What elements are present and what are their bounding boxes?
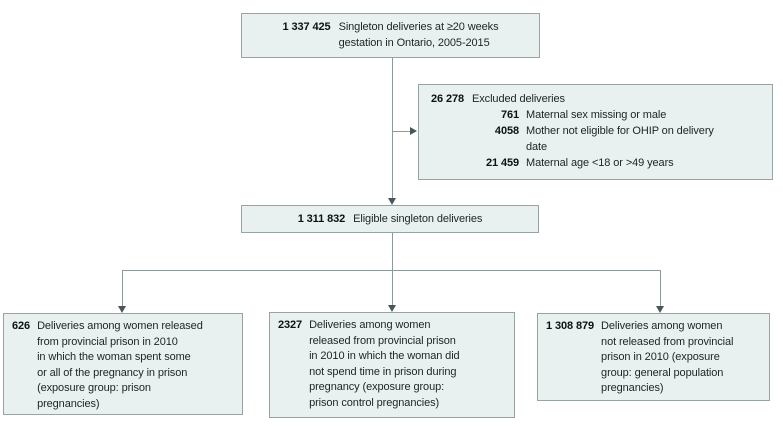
branch-left-drop-line — [122, 270, 123, 306]
general-population-label: Deliveries among women not released from… — [601, 320, 734, 394]
node-general-population-pregnancies: 1 308 879 Deliveries among women not rel… — [537, 313, 770, 401]
arrowhead-into-general-population-box — [656, 306, 664, 313]
general-population-count: 1 308 879 — [546, 320, 595, 332]
reason-count: 21 459 — [485, 157, 519, 169]
connector-to-excluded-line — [392, 131, 411, 132]
reason-count: 4058 — [494, 125, 519, 137]
prison-control-count: 2327 — [278, 319, 303, 331]
excluded-header-row: 26 278 Excluded deliveries — [431, 91, 764, 107]
arrowhead-into-prison-box — [118, 306, 126, 313]
arrowhead-into-eligible — [388, 198, 396, 205]
branch-horizontal-line — [122, 270, 661, 271]
excluded-reason-row: 4058 Mother not eligible for OHIP on del… — [431, 123, 764, 155]
connector-eligible-down-line — [392, 233, 393, 305]
excluded-reason-row: 761 Maternal sex missing or male — [431, 107, 764, 123]
node-excluded-deliveries: 26 278 Excluded deliveries 761 Maternal … — [418, 84, 773, 180]
prison-control-label: Deliveries among women released from pro… — [309, 319, 460, 409]
reason-label: Maternal sex missing or male — [526, 109, 667, 121]
prison-pregnancies-count: 626 — [12, 320, 31, 332]
connector-total-to-eligible-line — [392, 58, 393, 198]
arrowhead-into-excluded — [410, 127, 417, 135]
excluded-count: 26 278 — [431, 93, 465, 105]
excluded-reason-row: 21 459 Maternal age <18 or >49 years — [431, 155, 764, 171]
excluded-label: Excluded deliveries — [472, 93, 565, 105]
branch-right-drop-line — [660, 270, 661, 306]
node-prison-control-pregnancies: 2327 Deliveries among women released fro… — [269, 312, 515, 418]
node-eligible-deliveries: 1 311 832 Eligible singleton deliveries — [241, 205, 539, 233]
eligible-count: 1 311 832 — [297, 213, 346, 225]
prison-pregnancies-label: Deliveries among women released from pro… — [37, 320, 203, 410]
total-count: 1 337 425 — [282, 21, 331, 33]
node-total-deliveries: 1 337 425 Singleton deliveries at ≥20 we… — [241, 13, 540, 58]
reason-label: Maternal age <18 or >49 years — [526, 157, 674, 169]
total-label: Singleton deliveries at ≥20 weeks gestat… — [338, 21, 499, 49]
eligible-label: Eligible singleton deliveries — [353, 213, 483, 225]
reason-label: Mother not eligible for OHIP on delivery… — [526, 125, 714, 153]
node-prison-pregnancies: 626 Deliveries among women released from… — [3, 313, 243, 415]
arrowhead-into-prison-control-box — [388, 305, 396, 312]
reason-count: 761 — [500, 109, 519, 121]
